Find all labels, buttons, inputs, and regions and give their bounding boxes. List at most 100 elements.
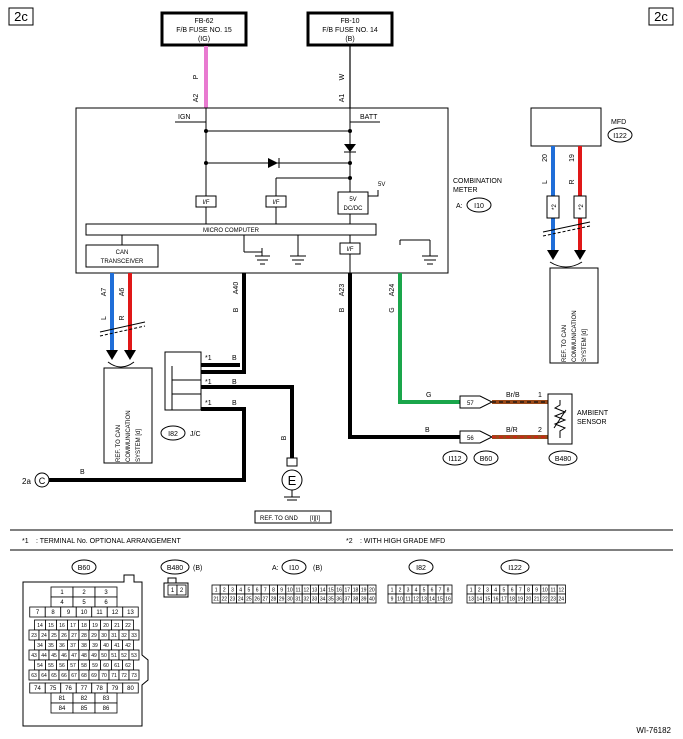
pin-number: 34 xyxy=(320,596,326,602)
wire-color-label: W xyxy=(339,73,346,80)
pin-cell xyxy=(122,606,139,618)
pin-number: 32 xyxy=(304,596,310,602)
pin-number: 28 xyxy=(271,596,277,602)
svg-text:B: B xyxy=(281,435,288,440)
svg-text:DC/DC: DC/DC xyxy=(344,206,364,212)
pin-number: 41 xyxy=(114,643,120,649)
pin-number: 7 xyxy=(519,587,522,593)
svg-text:FB-10: FB-10 xyxy=(340,18,359,25)
pin-number: 14 xyxy=(477,596,483,602)
pin-number: 46 xyxy=(61,653,67,659)
svg-text:MFD: MFD xyxy=(611,119,626,126)
svg-text:2: 2 xyxy=(538,427,542,434)
pin-number: 10 xyxy=(81,610,88,616)
pin-number: 3 xyxy=(486,587,489,593)
svg-text:56: 56 xyxy=(467,436,474,442)
pin-number: 53 xyxy=(131,653,137,659)
pin-number: 18 xyxy=(509,596,515,602)
pin-number: 1 xyxy=(215,587,218,593)
svg-text:COMMUNICATION: COMMUNICATION xyxy=(126,410,132,462)
wire-joint-3 xyxy=(48,407,246,482)
pin-label: A2 xyxy=(193,94,200,103)
connector-ref-i10 xyxy=(466,197,492,213)
pin-number: 12 xyxy=(413,596,419,602)
pin-number: 18 xyxy=(81,623,87,629)
page-tag-left: 2c xyxy=(8,7,34,26)
pin-number: 33 xyxy=(131,633,137,639)
pin-number: 4 xyxy=(60,600,64,606)
pin-number: 13 xyxy=(127,610,134,616)
svg-text:I122: I122 xyxy=(613,133,627,140)
pin-number: 10 xyxy=(397,596,403,602)
pin-number: 24 xyxy=(41,633,47,639)
pin-number: 48 xyxy=(81,653,87,659)
pin-number: 68 xyxy=(81,673,87,679)
svg-text:R: R xyxy=(119,315,126,320)
meter-name-2: METER xyxy=(453,187,478,194)
svg-text:57: 57 xyxy=(467,401,474,407)
pin-number: 38 xyxy=(81,643,87,649)
svg-text:(IG): (IG) xyxy=(198,36,210,43)
svg-text:I10: I10 xyxy=(474,203,484,210)
pin-number: 81 xyxy=(59,696,66,702)
wire-joint-2 xyxy=(201,385,294,458)
svg-text:MICRO COMPUTER: MICRO COMPUTER xyxy=(203,228,260,234)
pin-number: 18 xyxy=(353,587,359,593)
pin-number: 2 xyxy=(223,587,226,593)
svg-text:BATT: BATT xyxy=(360,114,378,121)
pin-number: 6 xyxy=(256,587,259,593)
pin-number: 14 xyxy=(37,623,43,629)
pin-number: 31 xyxy=(295,596,301,602)
pin-number: 35 xyxy=(328,596,334,602)
pin-number: 12 xyxy=(112,610,119,616)
svg-text:(B): (B) xyxy=(313,565,322,572)
pin-number: 9 xyxy=(391,596,394,602)
svg-text:CAN: CAN xyxy=(116,250,129,256)
harness-connector: 57 56 I112 B60 xyxy=(442,395,499,466)
wire-color-label: P xyxy=(193,74,200,79)
pin-number: 10 xyxy=(542,587,548,593)
svg-text:19: 19 xyxy=(569,154,576,162)
pin-number: 61 xyxy=(114,663,120,669)
joint-connector: *1 B *1 B *1 B I82 J/C xyxy=(160,351,237,441)
pin-number: 19 xyxy=(92,623,98,629)
pin-number: 9 xyxy=(67,610,71,616)
pin-number: 37 xyxy=(70,643,76,649)
pin-number: 77 xyxy=(81,686,88,692)
pin-number: 1 xyxy=(60,590,64,596)
pin-number: 15 xyxy=(437,596,443,602)
pin-number: 50 xyxy=(101,653,107,659)
pin-number: 9 xyxy=(535,587,538,593)
pin-number: 82 xyxy=(81,696,88,702)
svg-text:A40: A40 xyxy=(233,282,240,295)
svg-text:J/C: J/C xyxy=(190,431,201,438)
pin-number: 30 xyxy=(287,596,293,602)
pin-number: 9 xyxy=(280,587,283,593)
pin-number: 62 xyxy=(125,663,131,669)
pin-number: 24 xyxy=(559,596,565,602)
pin-cell xyxy=(367,593,377,604)
svg-text:G: G xyxy=(426,392,431,399)
pin-number: 7 xyxy=(36,610,40,616)
pin-number: 15 xyxy=(485,596,491,602)
svg-text:A23: A23 xyxy=(339,284,346,297)
svg-text:REF. TO GND: REF. TO GND xyxy=(260,516,298,522)
pin-number: 5 xyxy=(423,587,426,593)
pin-number: 72 xyxy=(121,673,127,679)
pin-number: 38 xyxy=(353,596,359,602)
pin-number: 15 xyxy=(48,623,54,629)
pin-number: 1 xyxy=(391,587,394,593)
pin-number: 51 xyxy=(111,653,117,659)
svg-text:L: L xyxy=(542,180,549,184)
pin-number: 56 xyxy=(59,663,65,669)
pin-number: 30 xyxy=(101,633,107,639)
svg-text:AMBIENT: AMBIENT xyxy=(577,410,609,417)
wire-a23 xyxy=(348,273,460,439)
pin-number: 47 xyxy=(71,653,77,659)
page-link-symbol xyxy=(34,472,50,488)
